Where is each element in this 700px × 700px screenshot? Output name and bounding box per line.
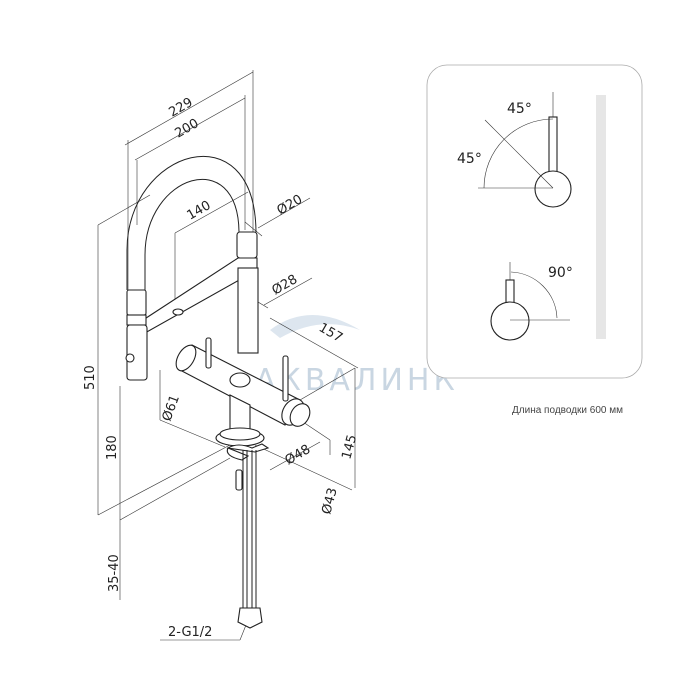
angle-top-label: 45°	[507, 101, 532, 117]
watermark-wave-icon	[270, 315, 360, 338]
angle-bottom-label: 90°	[548, 265, 573, 281]
dim-thread: 2-G1/2	[168, 625, 212, 640]
hose-length-caption: Длина подводки 600 мм	[512, 405, 623, 416]
dim-35-40: 35-40	[107, 554, 122, 592]
dim-dia61: Ø61	[160, 393, 183, 423]
dim-dia28: Ø28	[270, 272, 301, 298]
dim-510: 510	[83, 365, 98, 390]
sink-edge-bar	[596, 95, 606, 339]
dim-200: 200	[173, 116, 202, 141]
faucet	[125, 155, 311, 629]
dim-180: 180	[105, 435, 120, 460]
rotation-panel: 45° 45° 90°	[426, 64, 643, 379]
dim-145: 145	[339, 433, 360, 461]
angle-left-label: 45°	[457, 151, 482, 167]
dim-dia43: Ø43	[319, 486, 340, 516]
dim-dia48: Ø48	[283, 442, 314, 468]
dim-dia20: Ø20	[275, 192, 306, 218]
dimension-lines	[97, 70, 359, 641]
